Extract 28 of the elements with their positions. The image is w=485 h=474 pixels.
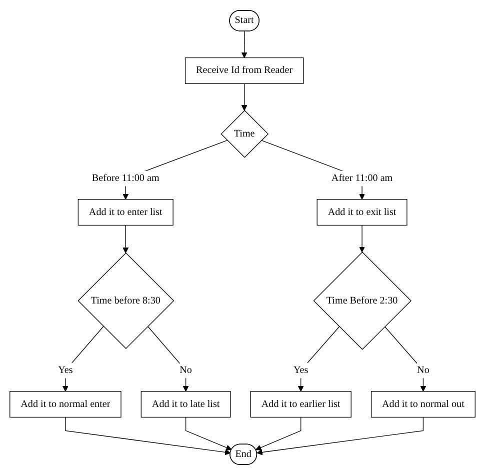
- edge-label: No: [417, 364, 430, 376]
- arrow: [241, 30, 248, 58]
- node-box: Add it to exit list: [316, 198, 408, 226]
- edge-label: Before 11:00 am: [92, 172, 160, 184]
- arrow: [384, 326, 426, 392]
- arrow: [255, 416, 302, 450]
- edge-label: No: [180, 364, 192, 376]
- arrow: [298, 326, 340, 392]
- arrow: [147, 326, 189, 392]
- arrow: [62, 326, 104, 392]
- arrow: [256, 416, 424, 455]
- edge-label: After 11:00 am: [331, 172, 393, 184]
- arrow: [122, 224, 129, 253]
- node-diamond: Time: [220, 110, 269, 158]
- node-diamond: Time Before 2:30: [313, 251, 412, 350]
- node-diamond: Time before 8:30: [78, 252, 174, 348]
- node-box: Receive Id from Reader: [184, 56, 304, 84]
- arrow: [185, 416, 232, 450]
- arrow: [241, 82, 248, 110]
- arrow: [359, 224, 365, 252]
- node-box: Add it to enter list: [78, 198, 174, 226]
- node-box: Add it to normal enter: [10, 390, 122, 418]
- node-box: Add it to normal out: [370, 390, 476, 418]
- arrow: [65, 416, 231, 455]
- node-box: Add it to late list: [140, 390, 231, 418]
- edge-label: Yes: [58, 364, 73, 376]
- edge-label: Yes: [294, 364, 308, 376]
- node-box: Add it to earlier list: [250, 390, 352, 418]
